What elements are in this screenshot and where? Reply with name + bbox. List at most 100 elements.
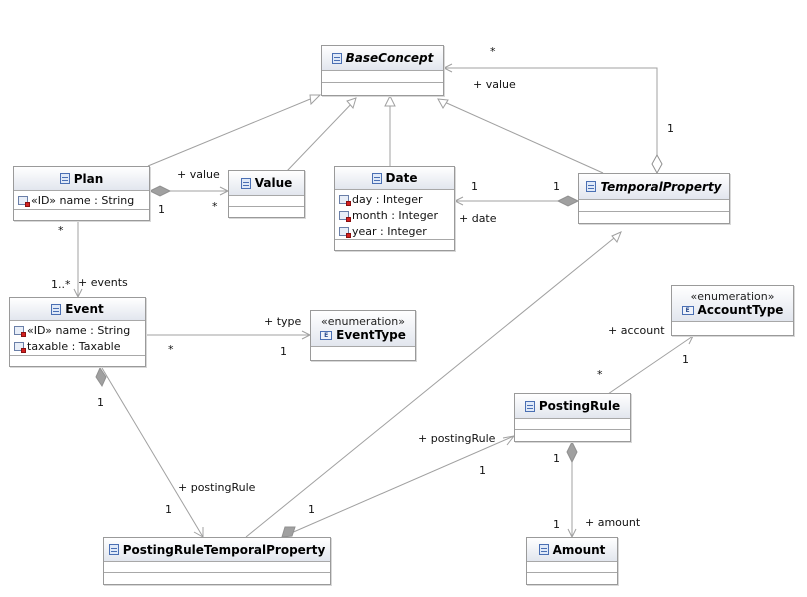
class-header: Amount: [527, 538, 617, 562]
class-header: TemporalProperty: [579, 174, 729, 200]
attribute-icon: [14, 325, 26, 337]
class-icon: [240, 177, 251, 189]
class-header: Date: [335, 167, 454, 190]
attribute-icon: [339, 210, 351, 222]
role-label: + account: [608, 324, 665, 337]
class-date[interactable]: Date day : Integer month : Integer year …: [334, 166, 455, 251]
class-icon: [51, 303, 62, 315]
operation-compartment: [527, 573, 617, 584]
attribute-row[interactable]: «ID» name : String: [14, 322, 141, 338]
attribute-compartment: [322, 71, 443, 83]
class-temporalproperty[interactable]: TemporalProperty: [578, 173, 730, 224]
role-label: + postingRule: [178, 481, 256, 494]
role-label: + type: [264, 315, 302, 328]
attribute-row[interactable]: day : Integer: [339, 191, 450, 207]
multiplicity-label: *: [597, 368, 603, 381]
class-icon: [586, 181, 597, 192]
association-postingrule-account: [607, 335, 694, 395]
class-icon: [108, 544, 119, 555]
attribute-icon: [339, 226, 351, 238]
attribute-compartment: [527, 562, 617, 573]
attribute-text: «ID» name : String: [27, 323, 131, 337]
operation-compartment: [14, 210, 149, 220]
role-label: + events: [78, 276, 128, 289]
association-prtp-postingrule: [281, 435, 515, 538]
attribute-text: year : Integer: [352, 224, 427, 238]
attribute-text: «ID» name : String: [31, 193, 135, 207]
multiplicity-label: 1: [165, 503, 172, 516]
attribute-row[interactable]: month : Integer: [339, 207, 450, 223]
enumeration-icon: E: [320, 330, 333, 340]
operation-compartment: [322, 83, 443, 95]
composition-diamond: [95, 366, 107, 388]
class-name: TemporalProperty: [600, 179, 722, 194]
role-label: + value: [473, 78, 516, 91]
stereotype-label: «enumeration»: [321, 315, 405, 328]
multiplicity-label: 1: [553, 518, 560, 531]
class-name: PostingRule: [538, 399, 621, 413]
class-plan[interactable]: Plan «ID» name : String: [13, 166, 150, 221]
class-name: EventType: [336, 328, 406, 342]
generalization-value-baseconcept: [286, 99, 356, 172]
operation-compartment: [515, 430, 630, 441]
attribute-icon: [339, 194, 351, 206]
multiplicity-label: 1: [280, 345, 287, 358]
attribute-row[interactable]: «ID» name : String: [18, 192, 145, 208]
attribute-row[interactable]: year : Integer: [339, 223, 450, 239]
class-baseconcept[interactable]: BaseConcept: [321, 45, 444, 96]
multiplicity-label: 1: [667, 122, 674, 135]
generalization-plan-baseconcept: [147, 94, 321, 167]
multiplicity-label: *: [168, 343, 174, 356]
generalization-arrowhead: [309, 94, 322, 106]
class-value[interactable]: Value: [228, 170, 305, 218]
class-postingruletemporalproperty[interactable]: PostingRuleTemporalProperty: [103, 537, 331, 585]
association-temporalproperty-value: [444, 67, 658, 155]
class-amount[interactable]: Amount: [526, 537, 618, 585]
class-name: PostingRuleTemporalProperty: [122, 542, 326, 557]
attribute-compartment: [104, 562, 330, 573]
generalization-arrowhead: [437, 98, 449, 109]
attribute-compartment: day : Integer month : Integer year : Int…: [335, 190, 454, 240]
class-name: AccountType: [697, 303, 784, 317]
class-event[interactable]: Event «ID» name : String taxable : Taxab…: [9, 297, 146, 367]
class-header: BaseConcept: [322, 46, 443, 71]
class-postingrule[interactable]: PostingRule: [514, 393, 631, 442]
attribute-row[interactable]: taxable : Taxable: [14, 338, 141, 354]
attribute-icon: [18, 195, 30, 207]
multiplicity-label: 1: [682, 353, 689, 366]
operation-compartment: [104, 573, 330, 584]
multiplicity-label: *: [490, 45, 496, 58]
role-label: + postingRule: [418, 432, 496, 445]
attribute-compartment: [515, 419, 630, 430]
association-event-postingrule: [101, 367, 204, 538]
attribute-compartment: [579, 200, 729, 212]
generalization-arrowhead: [384, 94, 396, 107]
navigable-arrowhead: [453, 196, 464, 206]
literal-compartment: [311, 347, 415, 360]
class-icon: [371, 172, 382, 184]
multiplicity-label: 1: [97, 396, 104, 409]
class-header: Value: [229, 171, 304, 196]
class-header: PostingRule: [515, 394, 630, 419]
role-label: + value: [177, 168, 220, 181]
composition-diamond: [566, 440, 578, 464]
multiplicity-label: 1: [553, 180, 560, 193]
composition-diamond: [148, 185, 172, 197]
generalization-arrowhead: [611, 231, 622, 243]
composition-diamond: [281, 526, 296, 538]
role-label: + amount: [585, 516, 641, 529]
composition-diamond: [556, 195, 580, 207]
operation-compartment: [229, 207, 304, 217]
attribute-compartment: [229, 196, 304, 207]
attribute-text: month : Integer: [352, 208, 438, 222]
navigable-arrowhead: [684, 335, 694, 345]
multiplicity-label: 1: [308, 503, 315, 516]
operation-compartment: [10, 356, 145, 366]
generalization-arrowhead: [346, 97, 357, 110]
class-name: Event: [65, 302, 104, 316]
